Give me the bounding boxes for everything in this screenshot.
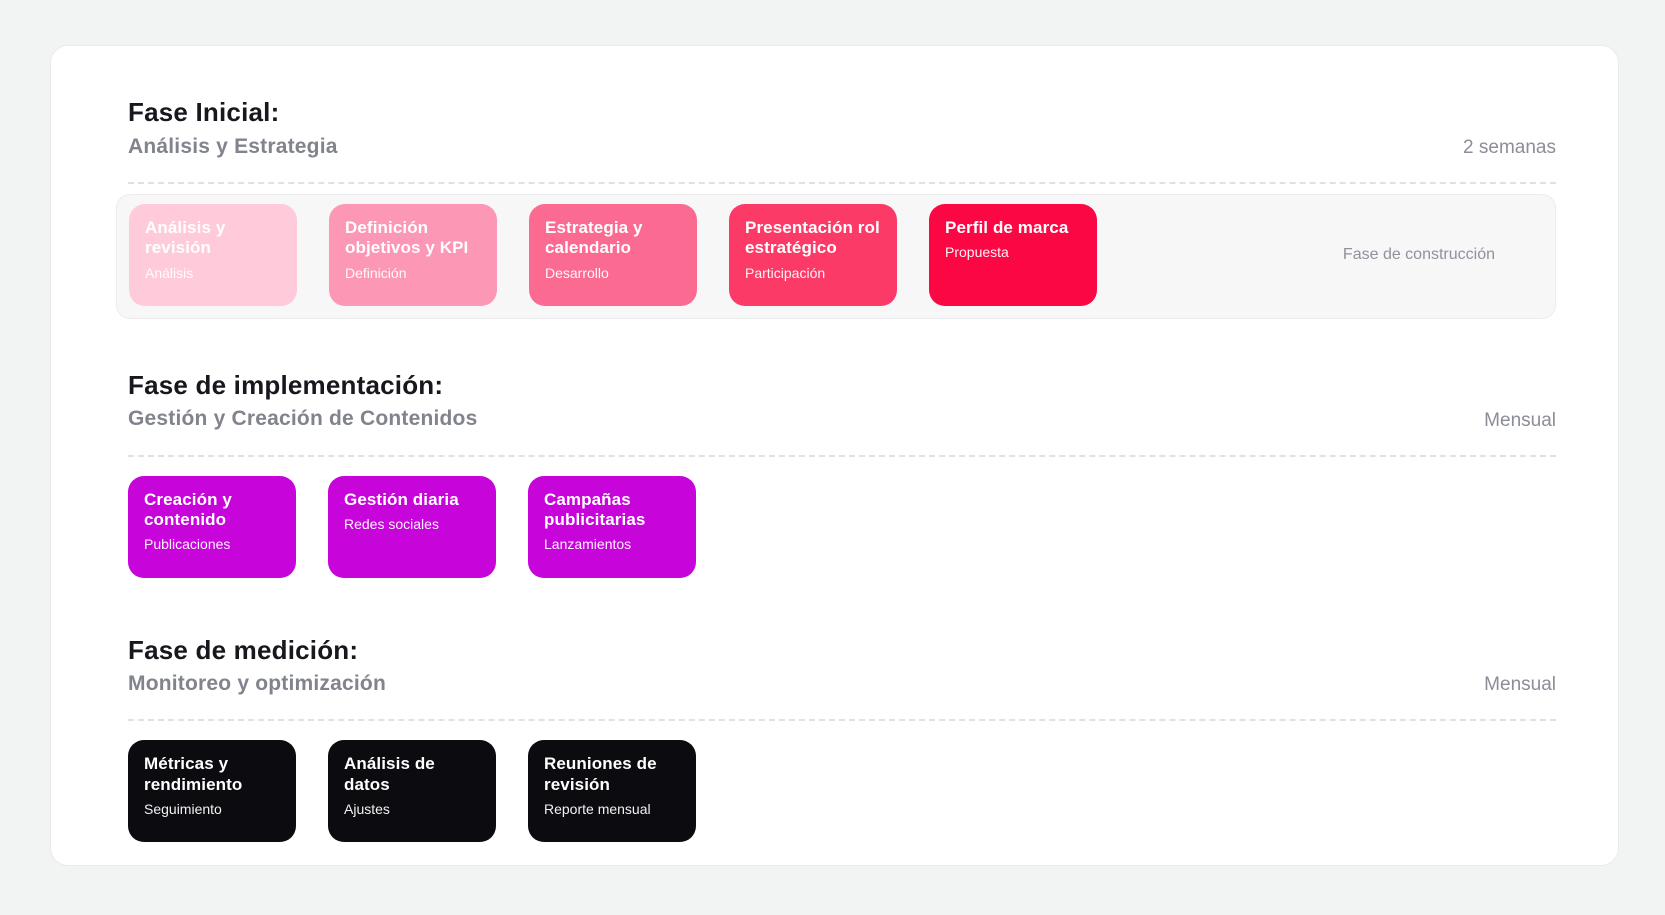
task-card-title: Análisis y revisión (145, 217, 226, 258)
dashed-divider (128, 181, 1556, 184)
phase-section-implementacion: Fase de implementación: Gestión y Creaci… (128, 369, 1556, 578)
task-card-label: Participación (745, 264, 826, 281)
task-card-title: Gestión diaria (344, 489, 459, 509)
phase-duration: Mensual (1484, 674, 1556, 696)
phase-titles: Fase Inicial: Análisis y Estrategia (128, 96, 338, 160)
task-card-label: Seguimiento (144, 801, 222, 818)
task-card-label: Propuesta (945, 244, 1009, 261)
task-card-title: Campañas publicitarias (544, 489, 646, 529)
task-card-label: Ajustes (344, 801, 390, 818)
task-card-title: Definición objetivos y KPI (345, 217, 469, 258)
phase-title: Fase de medición: (128, 634, 359, 665)
phase-titles: Fase de implementación: Gestión y Creaci… (128, 369, 477, 433)
dashed-divider (128, 454, 1556, 457)
phase-section-medicion: Fase de medición: Monitoreo y optimizaci… (128, 634, 1556, 843)
task-card-title: Presentación rol estratégico (745, 217, 880, 258)
phase-title: Fase de implementación: (128, 369, 444, 400)
phase-duration: Mensual (1484, 409, 1556, 431)
task-card-title: Reuniones de revisión (544, 754, 657, 794)
task-card-label: Definición (345, 264, 407, 281)
phase-duration: 2 semanas (1463, 136, 1556, 158)
task-card-label: Reporte mensual (544, 801, 651, 818)
task-card-title: Perfil de marca (945, 217, 1069, 237)
phase-header: Fase Inicial: Análisis y Estrategia 2 se… (128, 96, 1556, 160)
task-card-title: Métricas y rendimiento (144, 754, 243, 794)
phase-titles: Fase de medición: Monitoreo y optimizaci… (128, 634, 386, 698)
task-card-title: Creación y contenido (144, 489, 232, 529)
task-card: Definición objetivos y KPI Definición (329, 203, 497, 306)
phase-header: Fase de medición: Monitoreo y optimizaci… (128, 634, 1556, 698)
construction-phase-label: Fase de construcción (1342, 245, 1495, 263)
dashed-divider (128, 719, 1556, 722)
phase-section-inicial: Fase Inicial: Análisis y Estrategia 2 se… (116, 96, 1556, 319)
task-card-label: Lanzamientos (544, 536, 632, 553)
phase-subtitle: Monitoreo y optimización (128, 672, 386, 695)
task-card-title: Análisis de datos (344, 754, 435, 794)
task-card-label: Redes sociales (344, 515, 439, 532)
task-card-title: Estrategia y calendario (545, 217, 643, 258)
task-card-label: Publicaciones (144, 536, 231, 553)
phase-subtitle: Gestión y Creación de Contenidos (128, 407, 478, 431)
phase-title: Fase Inicial: (128, 97, 280, 127)
phase-header: Fase de implementación: Gestión y Creaci… (128, 369, 1556, 433)
phase-subtitle: Análisis y Estrategia (128, 134, 338, 158)
task-card-label: Análisis (145, 264, 194, 281)
proposal-timeline-card: Fase Inicial: Análisis y Estrategia 2 se… (50, 45, 1619, 866)
task-card-label: Desarrollo (545, 264, 609, 281)
